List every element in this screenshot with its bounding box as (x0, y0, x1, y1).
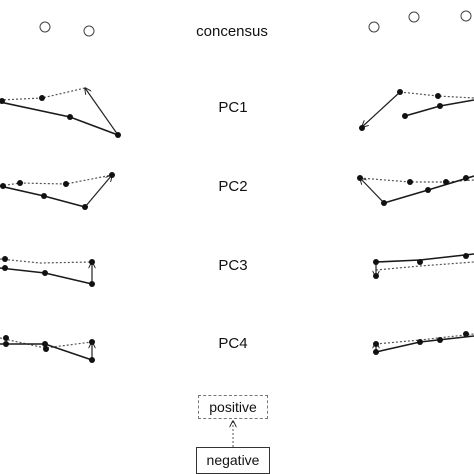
landmark (417, 339, 423, 345)
landmark (89, 259, 95, 265)
landmark (373, 341, 379, 347)
landmark (443, 179, 449, 185)
landmark (437, 103, 443, 109)
landmark (381, 200, 387, 206)
consensus-landmarks-left (39, 21, 95, 37)
landmark (463, 331, 469, 337)
landmark (463, 175, 469, 181)
landmark (373, 259, 379, 265)
legend-positive-box: positive (198, 395, 268, 419)
landmark (39, 95, 45, 101)
shape-dotted-outline (0, 258, 93, 264)
landmark (3, 335, 9, 341)
landmark (435, 93, 441, 99)
pc4-right-shape (373, 331, 474, 355)
deformation-arrow (84, 175, 112, 208)
pc3-label: PC3 (218, 257, 248, 274)
landmark (67, 114, 73, 120)
landmark-open (408, 11, 420, 23)
pc2-right-shape (357, 175, 474, 206)
landmark (42, 270, 48, 276)
landmark (17, 180, 23, 186)
deformation-arrow (85, 88, 119, 136)
landmark (42, 341, 48, 347)
pc4-left-shape (0, 335, 95, 363)
pc4-label: PC4 (218, 335, 248, 352)
landmark (115, 132, 121, 138)
pc1-left-shape (0, 88, 121, 138)
landmark (373, 273, 379, 279)
shape-dotted-outline (375, 261, 474, 271)
landmark (425, 187, 431, 193)
landmark (82, 204, 88, 210)
shape-dotted-outline (375, 333, 474, 345)
landmark (0, 98, 5, 104)
landmark (407, 179, 413, 185)
landmark (43, 346, 49, 352)
landmark-open (39, 21, 51, 33)
landmark (373, 349, 379, 355)
pc3-left-shape (0, 256, 95, 287)
landmark (357, 175, 363, 181)
landmark (437, 337, 443, 343)
consensus-label: concensus (196, 23, 268, 40)
landmark (2, 256, 8, 262)
deformation-arrow (360, 178, 385, 204)
pc1-label: PC1 (218, 99, 248, 116)
landmark (89, 357, 95, 363)
pc2-left-shape (0, 172, 115, 210)
landmark (41, 193, 47, 199)
shape-solid-outline (375, 335, 474, 353)
landmark (89, 281, 95, 287)
pc2-label: PC2 (218, 178, 248, 195)
legend-negative-box: negative (196, 447, 270, 474)
landmark-open (83, 25, 95, 37)
landmark (359, 125, 365, 131)
landmark (417, 259, 423, 265)
shape-dotted-outline (0, 337, 93, 349)
landmark (89, 339, 95, 345)
consensus-landmarks-right (368, 10, 472, 33)
landmark (3, 341, 9, 347)
landmark-open (460, 10, 472, 22)
landmark-open (368, 21, 380, 33)
landmark (63, 181, 69, 187)
landmark (2, 265, 8, 271)
deformation-arrow (362, 91, 401, 127)
shape-dotted-outline (399, 91, 474, 99)
pc3-right-shape (373, 253, 474, 279)
landmark (0, 183, 6, 189)
shape-solid-outline (0, 101, 119, 136)
pc1-right-shape (359, 89, 474, 131)
landmark (397, 89, 403, 95)
landmark (463, 253, 469, 259)
shape-dotted-outline (0, 174, 113, 187)
shape-solid-outline (375, 253, 474, 263)
landmark (109, 172, 115, 178)
landmark (402, 113, 408, 119)
